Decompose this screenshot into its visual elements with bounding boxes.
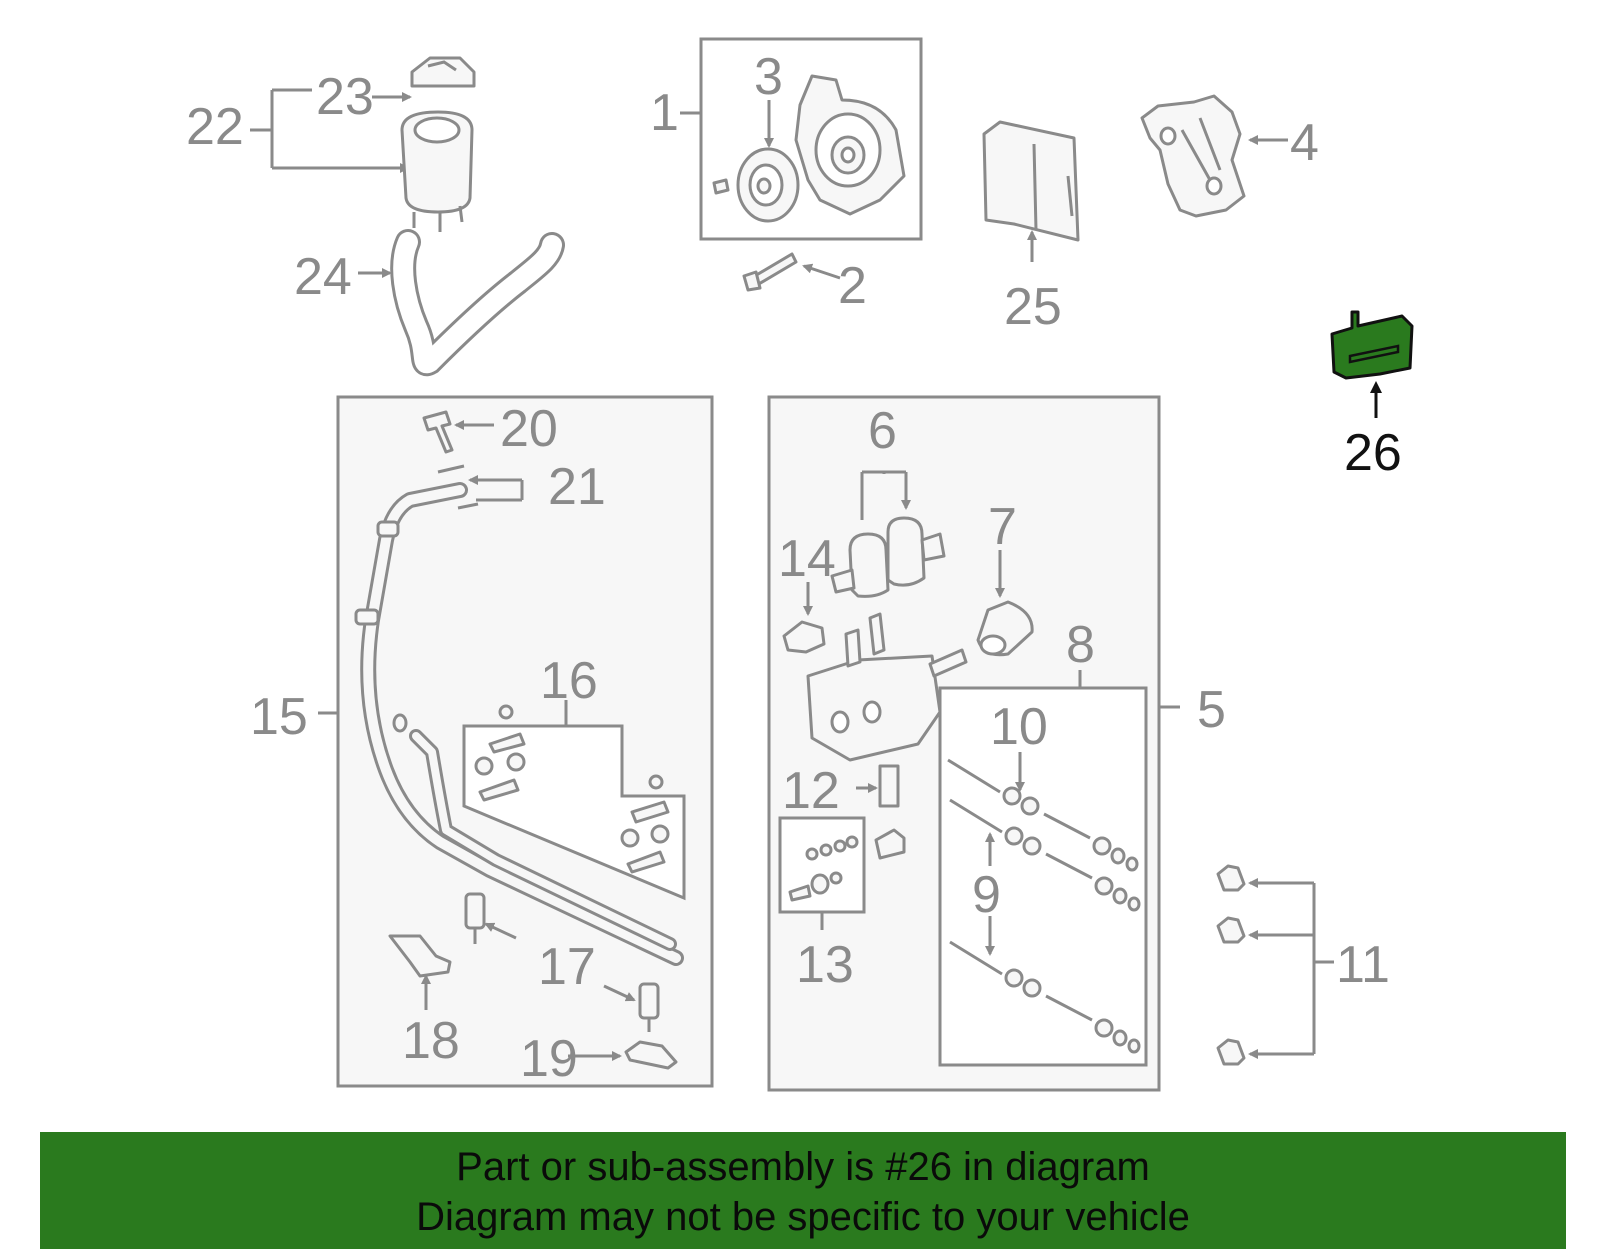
callout-17: 17	[538, 938, 596, 996]
callout-25: 25	[1004, 278, 1062, 336]
callout-3: 3	[754, 48, 783, 106]
pressure-switch[interactable]	[464, 892, 660, 1032]
callout-19: 19	[520, 1030, 578, 1088]
callout-26: 26	[1344, 424, 1402, 482]
callout-13: 13	[796, 936, 854, 994]
callout-21: 21	[548, 458, 606, 516]
callout-11: 11	[1336, 936, 1390, 994]
callout-16: 16	[540, 652, 598, 710]
power-steering-pump-group	[680, 37, 923, 241]
valve-block[interactable]	[806, 612, 968, 762]
callout-24: 24	[294, 248, 352, 306]
callout-20: 20	[500, 400, 558, 458]
pump-bolt[interactable]	[742, 252, 841, 292]
callout-12: 12	[782, 762, 840, 820]
callout-4: 4	[1290, 114, 1319, 172]
callout-23: 23	[316, 68, 374, 126]
pump-body[interactable]	[794, 74, 906, 216]
callout-6: 6	[868, 402, 897, 460]
reservoir-tank[interactable]	[400, 110, 474, 232]
valve-fitting[interactable]	[856, 764, 906, 860]
callout-5: 5	[1197, 681, 1226, 739]
callout-8: 8	[1066, 616, 1095, 674]
hose-clip-kit[interactable]	[462, 700, 686, 901]
callout-18: 18	[402, 1012, 460, 1070]
callout-9: 9	[972, 866, 1001, 924]
pump-bracket[interactable]	[1140, 94, 1288, 218]
reservoir-group	[250, 56, 476, 232]
pump-pulley[interactable]	[712, 147, 800, 223]
valve-repair-kit[interactable]	[938, 670, 1148, 1067]
banner-line-2: Diagram may not be specific to your vehi…	[416, 1195, 1190, 1239]
control-module[interactable]	[982, 120, 1080, 262]
highlighted-part-26[interactable]	[1330, 310, 1414, 418]
info-banner: Part or sub-assembly is #26 in diagram D…	[40, 1132, 1566, 1249]
callout-labels: 1 2 3 4 5 6 7 8 9 10 11 12 13 14 15 16 1…	[186, 48, 1402, 1088]
callout-22: 22	[186, 98, 244, 156]
callout-1: 1	[650, 84, 679, 142]
solenoid-valve[interactable]	[830, 470, 946, 598]
pressure-hose[interactable]	[354, 482, 684, 966]
return-hose[interactable]	[358, 229, 565, 377]
callout-10: 10	[990, 698, 1048, 756]
callout-15: 15	[250, 688, 308, 746]
seal-kit[interactable]	[778, 816, 866, 930]
callout-7: 7	[988, 498, 1017, 556]
hose-bracket[interactable]	[388, 934, 452, 1010]
control-valve-group	[767, 395, 1180, 1092]
hose-support-bracket[interactable]	[568, 1040, 678, 1070]
valve-sensor[interactable]	[782, 582, 826, 654]
mounting-bolts[interactable]	[1216, 864, 1334, 1066]
solenoid-coil[interactable]	[976, 550, 1034, 657]
callout-14: 14	[778, 530, 836, 588]
banner-line-1: Part or sub-assembly is #26 in diagram	[456, 1145, 1150, 1189]
reservoir-cap[interactable]	[410, 56, 476, 88]
pressure-hose-group	[318, 395, 714, 1088]
hose-clamp[interactable]	[422, 410, 494, 454]
callout-2: 2	[838, 257, 867, 315]
o-ring-pair[interactable]	[437, 464, 524, 510]
